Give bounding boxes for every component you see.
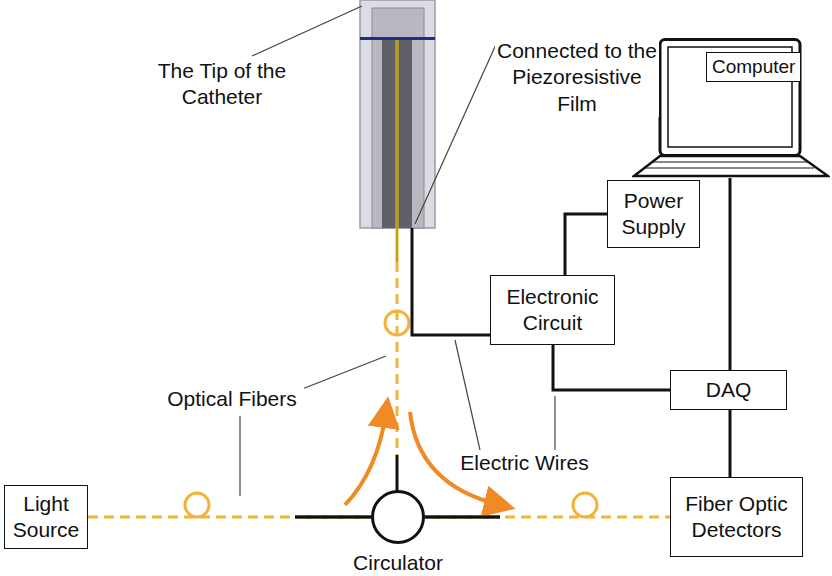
detector-box: Fiber Optic Detectors [670,477,803,557]
light-source-box: Light Source [4,485,88,549]
optical-fiber [425,516,670,519]
circuit-box: Electronic Circuit [490,275,615,345]
power-supply-box: Power Supply [607,180,700,248]
catheter-tip [360,0,435,262]
optical-fiber [88,516,371,519]
electric-wire [729,178,732,370]
circulator-circle: Circulator [371,490,425,544]
electric-wire [412,228,490,335]
electric-wire [729,410,732,477]
node-text: Fiber Optic Detectors [677,491,796,544]
node-text: DAQ [706,377,752,403]
node-text: Power Supply [614,188,693,241]
circle-outline [371,490,425,544]
electric-wire [565,214,607,275]
node-text: Circulator [351,550,445,576]
node-text: Electronic Circuit [497,284,608,337]
node-text: Computer [706,52,801,82]
laptop-computer: Computer [632,38,830,178]
annotation-label: Electric Wires [455,450,594,476]
annotation-label: Optical Fibers [160,386,304,412]
annotation-label: Connected to the Piezoresistive Film [495,38,659,117]
annotation-label: The Tip of the Catheter [150,58,294,111]
node-text: Light Source [11,491,81,544]
daq-box: DAQ [670,370,787,410]
electric-wire [553,345,670,390]
